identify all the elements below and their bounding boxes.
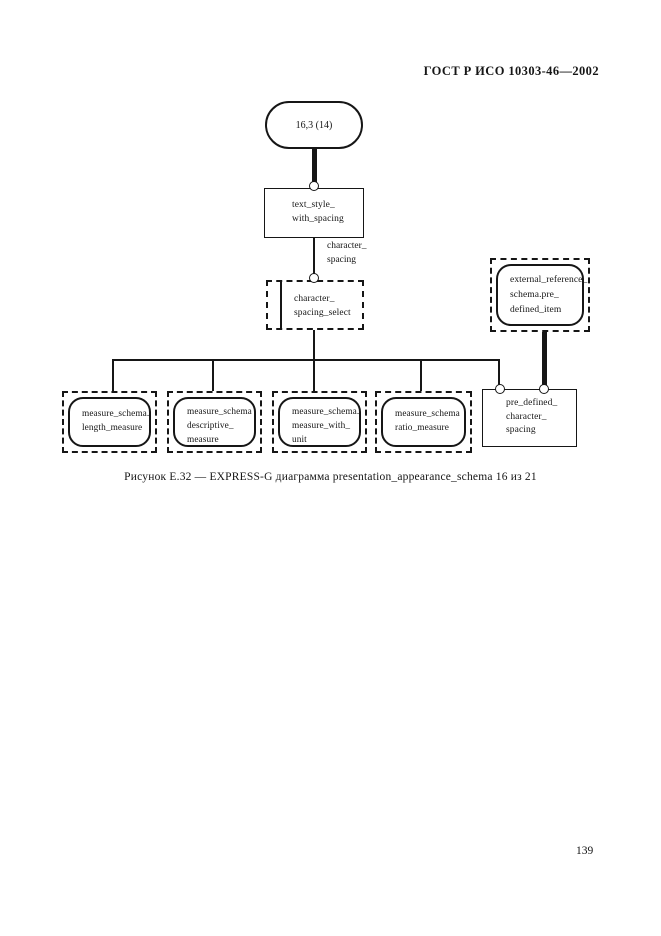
connector-extref-predefined <box>542 332 547 386</box>
leaf-node-inner: measure_schema descriptive_ measure <box>173 397 256 447</box>
leaf-node-inner: measure_schema. length_measure <box>68 397 151 447</box>
external-reference-node: external_reference_ schema.pre_ defined_… <box>490 258 590 332</box>
connection-circle-predefined-left <box>495 384 505 394</box>
entity-text-style-label: text_style_ with_spacing <box>292 198 363 226</box>
label-line: schema.pre_ <box>510 290 559 300</box>
label-line: spacing <box>506 425 536 435</box>
leaf-node-label: measure_schema. length_measure <box>82 407 149 435</box>
label-line: defined_item <box>510 305 562 315</box>
label-line: unit <box>292 435 307 445</box>
label-line: measure_schema <box>395 409 460 419</box>
leaf-node-label: measure_schema ratio_measure <box>395 407 464 435</box>
figure-caption: Рисунок Е.32 — EXPRESS-G диаграмма prese… <box>124 471 537 483</box>
select-type-label: character_ spacing_select <box>294 292 362 320</box>
label-line: measure_schema <box>187 407 252 417</box>
label-line: external_reference_ <box>510 275 588 285</box>
leaf-node-label: measure_schema descriptive_ measure <box>187 405 254 447</box>
tree-horizontal-line <box>112 359 500 361</box>
leaf-node-label: pre_defined_ character_ spacing <box>506 397 576 438</box>
select-type-node: character_ spacing_select <box>266 280 364 330</box>
leaf-node-measure-with-unit: measure_schema. measure_with_ unit <box>272 391 367 453</box>
connection-circle-predefined-right <box>539 384 549 394</box>
select-type-inner-bar <box>280 280 282 328</box>
page-header: ГОСТ Р ИСО 10303-46—2002 <box>423 64 599 78</box>
label-line: character_ <box>327 241 367 251</box>
page-ref-label: 16,3 (14) <box>295 119 333 131</box>
tree-drop-ratio-measure <box>420 359 422 391</box>
label-line: descriptive_ <box>187 421 234 431</box>
tree-drop-measure-with-unit <box>313 330 315 391</box>
label-line: with_spacing <box>292 214 344 224</box>
connection-circle-select <box>309 273 319 283</box>
tree-drop-predefined <box>498 359 500 386</box>
connector-textstyle-select <box>313 237 315 275</box>
leaf-node-length-measure: measure_schema. length_measure <box>62 391 157 453</box>
label-line: measure <box>187 435 219 445</box>
external-reference-inner: external_reference_ schema.pre_ defined_… <box>496 264 588 326</box>
page-number: 139 <box>576 845 594 857</box>
external-reference-label: external_reference_ schema.pre_ defined_… <box>510 273 588 318</box>
page-ref-node: 16,3 (14) <box>265 101 363 149</box>
label-line: character_ <box>506 411 547 422</box>
label-line: measure_schema. <box>82 409 150 419</box>
label-line: text_style_ <box>292 200 335 210</box>
label-line: length_measure <box>82 423 143 433</box>
leaf-node-ratio-measure: measure_schema ratio_measure <box>375 391 472 453</box>
leaf-node-inner: measure_schema ratio_measure <box>381 397 466 447</box>
connector-pageref-textstyle <box>312 148 317 185</box>
leaf-node-label: measure_schema. measure_with_ unit <box>292 405 359 447</box>
label-line: ratio_measure <box>395 423 449 433</box>
tree-drop-length-measure <box>112 359 114 391</box>
label-line: measure_with_ <box>292 421 351 431</box>
tree-drop-descriptive-measure <box>212 359 214 391</box>
label-line: spacing_select <box>294 308 351 318</box>
leaf-node-inner: measure_schema. measure_with_ unit <box>278 397 361 447</box>
label-line: spacing <box>327 255 357 265</box>
leaf-node-predefined-character-spacing: pre_defined_ character_ spacing <box>482 389 577 447</box>
label-line: character_ <box>294 294 335 304</box>
label-line: pre_defined_ <box>506 398 558 408</box>
label-line: measure_schema. <box>292 407 360 417</box>
entity-text-style-node: text_style_ with_spacing <box>264 188 364 238</box>
attribute-character-spacing-label: character_ spacing <box>327 239 367 267</box>
leaf-node-descriptive-measure: measure_schema descriptive_ measure <box>167 391 262 453</box>
connection-circle-textstyle <box>309 181 319 191</box>
